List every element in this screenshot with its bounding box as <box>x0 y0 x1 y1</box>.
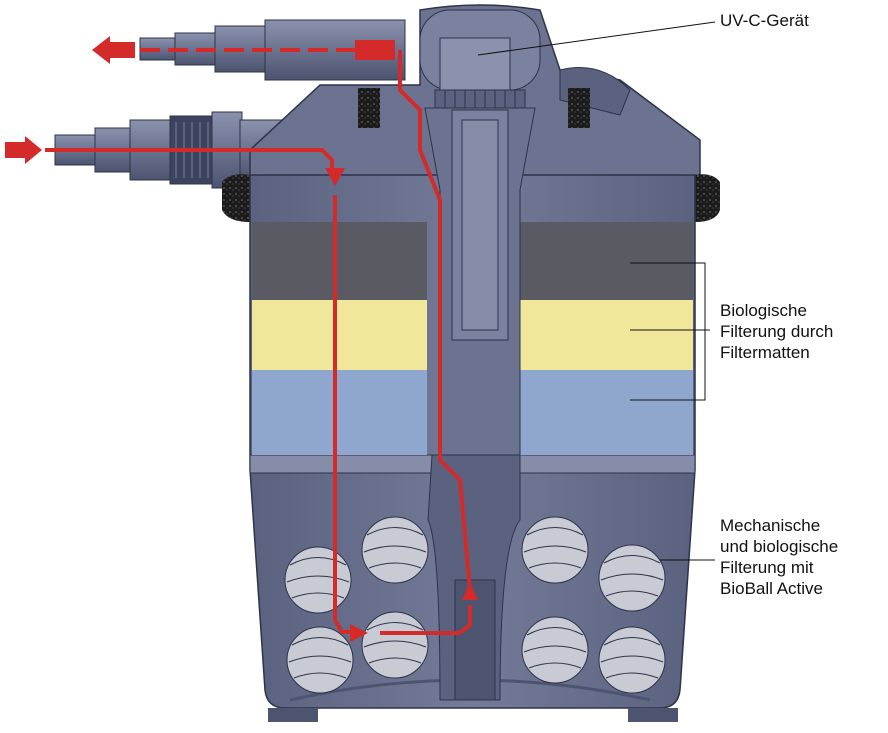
arrow-right-icon <box>5 136 42 164</box>
uvc-unit <box>419 9 541 701</box>
mech-label-line-1: Mechanische <box>720 516 821 535</box>
mechanical-filter-label: Mechanische und biologische Filterung mi… <box>720 515 838 599</box>
flow-path <box>45 48 472 635</box>
outflow-line <box>398 50 472 600</box>
bio-label-line-1: Biologische <box>720 301 807 320</box>
inflow-line <box>45 148 334 175</box>
bio-label-line-2: Filterung durch <box>720 322 834 341</box>
bioball-icon <box>284 546 352 614</box>
bioball-icon <box>286 626 354 694</box>
bioball-icon <box>598 626 666 694</box>
uvc-outlet-marker <box>355 40 395 60</box>
outlet-pipe <box>139 19 406 81</box>
leader-lines <box>477 21 716 561</box>
bioball-icon <box>361 516 429 584</box>
foam-layers <box>252 222 693 455</box>
uvc-label: UV-C-Gerät <box>720 10 809 31</box>
mech-label-line-4: BioBall Active <box>720 579 823 598</box>
uvc-label-text: UV-C-Gerät <box>720 11 809 30</box>
mech-label-line-2: und biologische <box>720 537 839 556</box>
biological-filter-label: Biologische Filterung durch Filtermatten <box>720 300 833 363</box>
bioball-icon <box>598 544 666 612</box>
bio-label-line-3: Filtermatten <box>720 343 810 362</box>
bioball-icon <box>521 616 589 684</box>
bioballs <box>284 516 666 694</box>
arrow-up-icon <box>462 582 478 600</box>
arrow-down-icon <box>325 168 345 186</box>
mech-label-line-3: Filterung mit <box>720 558 814 577</box>
flow-arrowheads <box>5 36 478 642</box>
bioball-icon <box>521 516 589 584</box>
arrow-left-icon <box>92 36 135 64</box>
bioball-icon <box>361 611 429 679</box>
arrow-right-icon <box>350 624 368 642</box>
